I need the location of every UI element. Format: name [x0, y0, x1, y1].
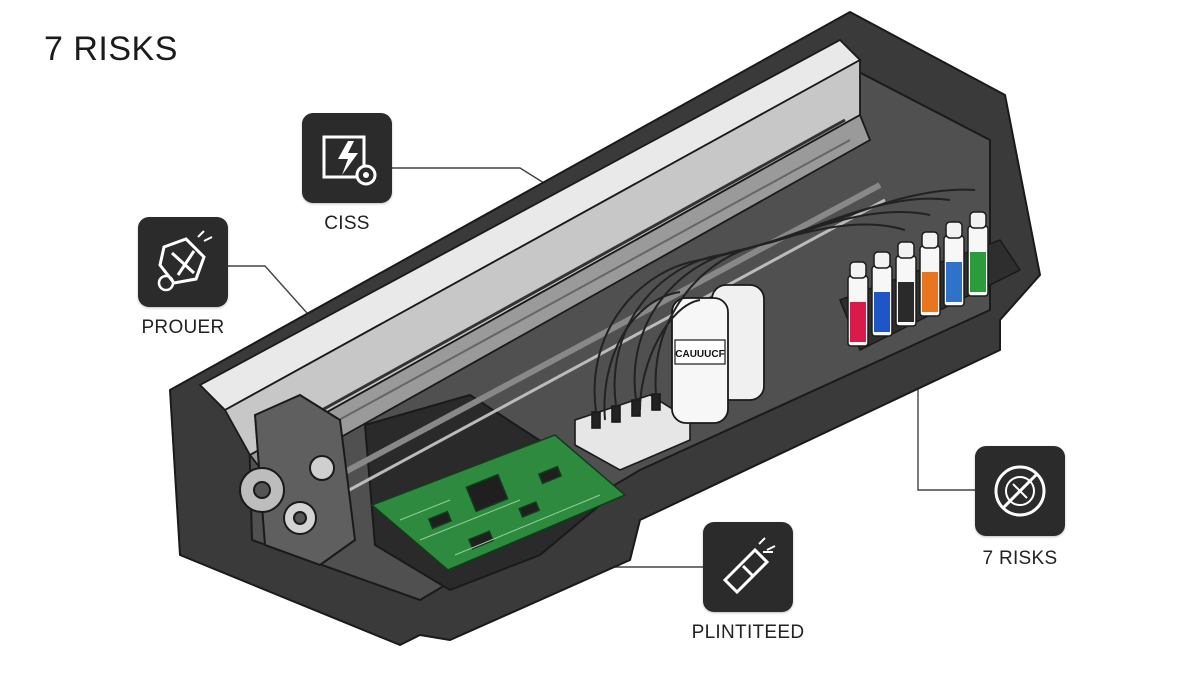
damper-tanks: CAUUUCF	[671, 284, 765, 424]
ink-bottle	[967, 211, 989, 297]
tank-label: CAUUUCF	[675, 349, 724, 360]
blocked-circle-icon	[975, 446, 1065, 536]
carriage-rail	[198, 38, 886, 497]
lightning-gear-icon	[302, 113, 392, 203]
left-gear-assembly	[239, 393, 357, 567]
callout-label-7-risks: 7 RISKS	[982, 548, 1058, 569]
ink-bottle	[871, 251, 893, 337]
control-circuit-board	[370, 434, 627, 571]
callout-label-ciss: CISS	[324, 213, 370, 234]
cracked-part-gear-icon	[138, 217, 228, 307]
page-title: 7 RISKS	[44, 30, 178, 68]
ink-bottle	[847, 261, 869, 347]
ink-bottle	[943, 221, 965, 307]
callout-label-prouer: PROUER	[141, 317, 225, 338]
callout-label-plintiteed: PLINTITEED	[691, 622, 805, 643]
ink-tubes	[593, 188, 976, 421]
ink-bottle	[919, 231, 941, 317]
ink-bottles	[847, 211, 989, 347]
ink-bottle	[895, 241, 917, 327]
broken-printhead-icon	[703, 522, 793, 612]
